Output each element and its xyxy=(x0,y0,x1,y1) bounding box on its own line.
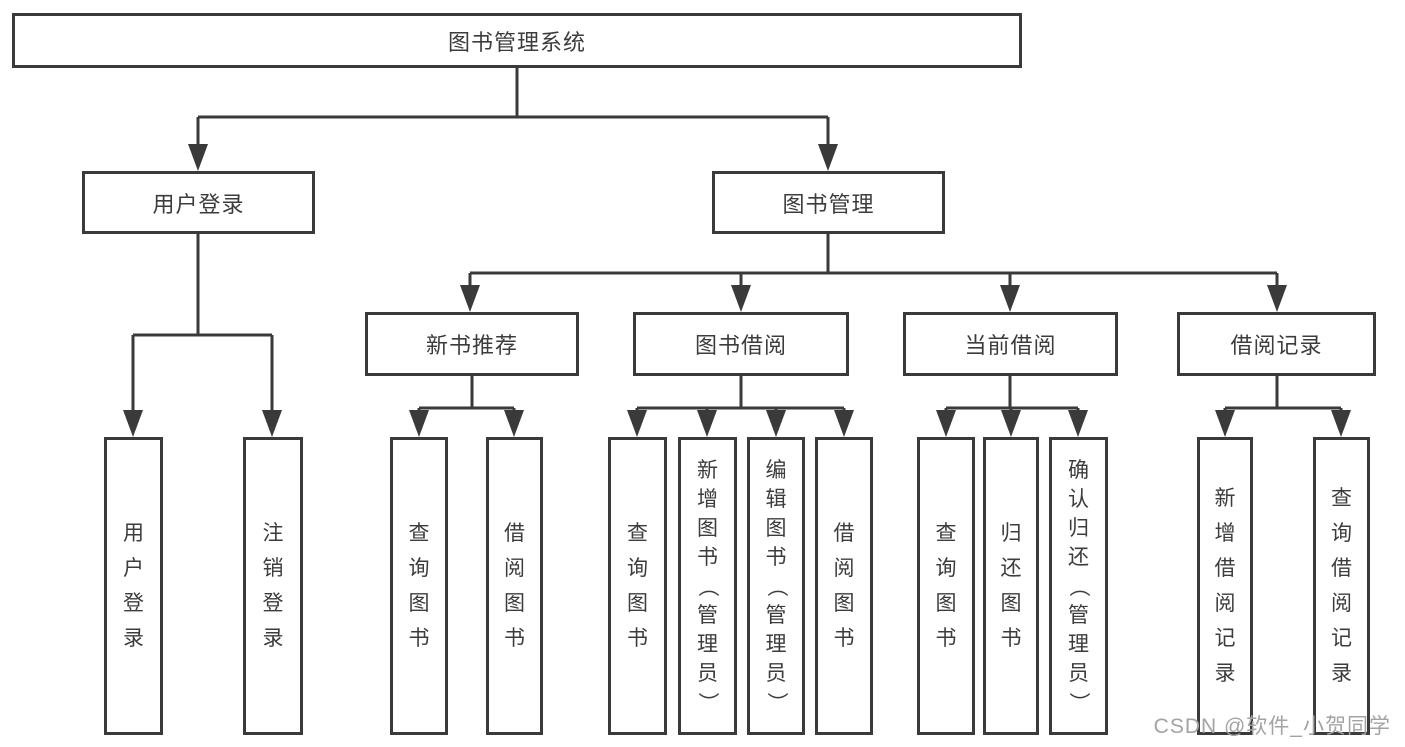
leaf-logout: 注销登录 xyxy=(243,437,303,735)
node-book-management: 图书管理 xyxy=(712,171,945,234)
arrowhead-icon xyxy=(766,410,786,437)
leaf-recommend-query-books-label: 查询图书 xyxy=(408,522,430,650)
leaf-borrowing-query-books-label: 查询图书 xyxy=(627,522,648,650)
leaf-return-books-label: 归还图书 xyxy=(1000,522,1022,650)
leaf-edit-books-admin-label: 编辑图书（管理员） xyxy=(764,458,788,713)
leaf-logout-label: 注销登录 xyxy=(262,522,284,650)
arrowhead-icon xyxy=(1068,410,1088,437)
node-book-management-label: 图书管理 xyxy=(782,191,875,217)
leaf-borrowing-borrow-books-label: 借阅图书 xyxy=(833,522,855,650)
arrowhead-icon xyxy=(1215,410,1235,437)
arrowhead-icon xyxy=(1001,410,1021,437)
leaf-add-books-admin: 新增图书（管理员） xyxy=(678,437,737,735)
leaf-edit-books-admin: 编辑图书（管理员） xyxy=(747,437,805,735)
leaf-add-borrow-record-label: 新增借阅记录 xyxy=(1214,487,1236,685)
arrowhead-icon xyxy=(936,410,956,437)
node-new-book-recommend-label: 新书推荐 xyxy=(425,333,518,358)
arrowhead-icon xyxy=(504,410,524,437)
leaf-user-login: 用户登录 xyxy=(104,437,163,735)
leaf-borrowing-borrow-books: 借阅图书 xyxy=(815,437,873,735)
node-new-book-recommend: 新书推荐 xyxy=(365,312,579,376)
arrowhead-icon xyxy=(1000,285,1020,312)
node-book-borrowing-label: 图书借阅 xyxy=(694,333,787,358)
node-borrow-records: 借阅记录 xyxy=(1177,312,1376,376)
node-current-borrowing: 当前借阅 xyxy=(903,312,1118,376)
node-root: 图书管理系统 xyxy=(12,13,1022,68)
leaf-current-query-books-label: 查询图书 xyxy=(935,522,957,650)
leaf-current-query-books: 查询图书 xyxy=(917,437,975,735)
arrowhead-icon xyxy=(1331,410,1351,437)
leaf-add-books-admin-label: 新增图书（管理员） xyxy=(696,458,719,713)
arrowhead-icon xyxy=(188,144,208,171)
arrowhead-icon xyxy=(697,410,717,437)
arrowhead-icon xyxy=(1267,285,1287,312)
arrowhead-icon xyxy=(834,410,854,437)
node-book-borrowing: 图书借阅 xyxy=(633,312,849,376)
arrowhead-icon xyxy=(731,285,751,312)
leaf-recommend-borrow-books: 借阅图书 xyxy=(486,437,543,735)
node-root-label: 图书管理系统 xyxy=(447,29,586,55)
arrowhead-icon xyxy=(262,410,282,437)
node-user-login-label: 用户登录 xyxy=(152,191,245,217)
leaf-confirm-return-admin: 确认归还（管理员） xyxy=(1049,437,1108,735)
arrowhead-icon xyxy=(627,410,647,437)
leaf-borrowing-query-books: 查询图书 xyxy=(608,437,667,735)
leaf-confirm-return-admin-label: 确认归还（管理员） xyxy=(1067,458,1090,713)
csdn-watermark: CSDN @软件_小贺同学 xyxy=(1153,715,1391,738)
node-user-login: 用户登录 xyxy=(82,171,315,234)
arrowhead-icon xyxy=(409,410,429,437)
leaf-user-login-label: 用户登录 xyxy=(123,522,144,650)
node-current-borrowing-label: 当前借阅 xyxy=(964,333,1057,358)
leaf-query-borrow-record-label: 查询借阅记录 xyxy=(1331,487,1352,685)
arrowheads-group xyxy=(123,144,1351,437)
arrowhead-icon xyxy=(818,144,838,171)
node-borrow-records-label: 借阅记录 xyxy=(1230,333,1323,358)
arrowhead-icon xyxy=(460,285,480,312)
leaf-add-borrow-record: 新增借阅记录 xyxy=(1197,437,1253,735)
leaf-query-borrow-record: 查询借阅记录 xyxy=(1313,437,1370,735)
leaf-recommend-borrow-books-label: 借阅图书 xyxy=(504,522,525,650)
arrowhead-icon xyxy=(123,410,143,437)
leaf-recommend-query-books: 查询图书 xyxy=(390,437,448,735)
leaf-return-books: 归还图书 xyxy=(983,437,1039,735)
